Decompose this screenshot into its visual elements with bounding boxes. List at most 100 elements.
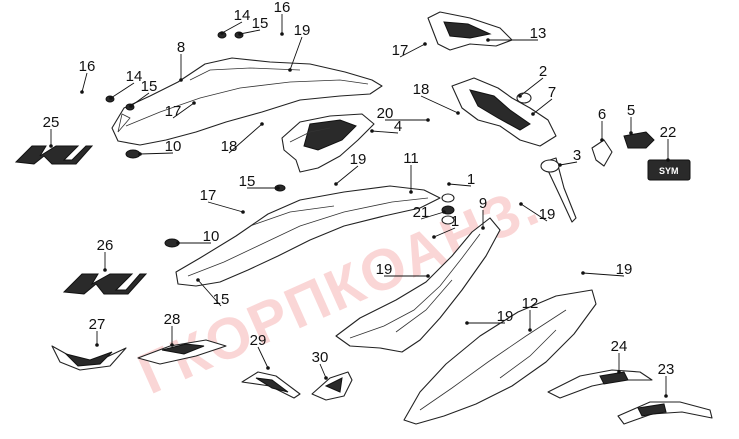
callout-leader — [319, 363, 327, 379]
callout-number: 2 — [539, 63, 547, 80]
callout-number: 27 — [89, 316, 106, 333]
callout-dot — [465, 321, 469, 325]
callout-leader — [399, 43, 426, 58]
callout-leader — [420, 211, 445, 220]
callout-c-22: 22 — [660, 124, 677, 162]
part-25-logo-decal — [14, 145, 94, 165]
callout-dot — [196, 278, 200, 282]
callout-dot — [192, 101, 196, 105]
callout-number: 15 — [141, 78, 158, 95]
part-2-tail-holder — [451, 77, 557, 147]
callout-c-17c: 17 — [200, 187, 245, 214]
callout-c-10b: 10 — [176, 228, 219, 245]
callout-c-21: 21 — [413, 204, 446, 221]
callout-leader — [519, 77, 544, 97]
callout-dot — [129, 104, 133, 108]
callout-dot — [138, 152, 142, 156]
part-27-graphic-decal — [51, 345, 127, 371]
callout-number: 28 — [164, 311, 181, 328]
callout-number: 17 — [165, 103, 182, 120]
callout-c-16b: 16 — [79, 58, 95, 94]
callout-leader — [130, 92, 150, 107]
callout-dot — [486, 38, 490, 42]
callout-dot — [409, 190, 413, 194]
callout-dot — [80, 90, 84, 94]
callout-number: 10 — [165, 138, 182, 155]
callout-dot — [260, 122, 264, 126]
callout-dot — [481, 226, 485, 230]
part-29-graphic-decal — [241, 371, 301, 399]
callout-dot — [528, 328, 532, 332]
callout-c-18a: 18 — [413, 81, 460, 115]
callout-dot — [334, 182, 338, 186]
callout-c-1a: 1 — [447, 171, 475, 188]
callout-leader — [221, 21, 243, 34]
part-6-small-bracket — [591, 139, 613, 167]
callout-c-19e: 19 — [581, 261, 632, 278]
part-3-latch-rod — [540, 157, 577, 223]
callout-c-19c: 19 — [519, 202, 555, 223]
part-24-rail-decal — [547, 369, 653, 399]
callout-number: 15 — [252, 15, 269, 32]
callout-number: 19 — [294, 22, 311, 39]
callout-number: 30 — [312, 349, 329, 366]
callout-dot — [456, 111, 460, 115]
callout-number: 6 — [598, 106, 606, 123]
callout-number: 1 — [451, 213, 459, 230]
callout-c-20: 20 — [377, 105, 430, 122]
callout-leader — [420, 95, 459, 114]
callout-c-23: 23 — [658, 361, 675, 398]
callout-number: 24 — [611, 338, 628, 355]
callout-number: 8 — [177, 39, 185, 56]
badge-label: SYM — [659, 166, 679, 176]
callout-c-19b: 19 — [334, 151, 366, 186]
callout-c-1b: 1 — [432, 213, 459, 239]
callout-c-17b: 17 — [165, 101, 196, 120]
callout-c-10a: 10 — [138, 138, 181, 156]
callout-dot — [531, 112, 535, 116]
callout-c-15b: 15 — [129, 78, 157, 108]
callout-dot — [103, 268, 107, 272]
callout-dot — [558, 163, 562, 167]
callout-number: 11 — [403, 150, 419, 167]
callout-dot — [370, 129, 374, 133]
callout-number: 16 — [274, 0, 291, 16]
callout-dot — [266, 366, 270, 370]
callout-leader — [197, 279, 222, 307]
callout-dot — [170, 343, 174, 347]
callout-leader — [520, 203, 548, 222]
callout-leader — [172, 102, 195, 119]
part-11-lower-cover — [175, 185, 441, 287]
callout-number: 4 — [394, 118, 402, 135]
callout-dot — [238, 32, 242, 36]
callout-number: 9 — [479, 195, 487, 212]
callout-number: 23 — [658, 361, 675, 378]
callout-leader — [239, 29, 261, 35]
callout-dot — [179, 78, 183, 82]
callout-c-15d: 15 — [196, 278, 229, 308]
callout-dot — [617, 370, 621, 374]
callout-number: 21 — [413, 204, 430, 221]
part-9-frame-rail — [335, 217, 501, 353]
callout-c-7: 7 — [531, 84, 556, 116]
callout-leader — [289, 36, 303, 71]
callout-leader — [207, 201, 244, 213]
part-30-graphic-decal — [311, 371, 353, 401]
callout-layer: 1123456789101011121314141515151516161717… — [43, 0, 677, 398]
callout-leader — [139, 152, 174, 155]
callout-c-14b: 14 — [109, 68, 142, 100]
callout-dot — [629, 131, 633, 135]
callout-c-25: 25 — [43, 114, 59, 148]
callout-c-6: 6 — [598, 106, 606, 142]
callout-c-4: 4 — [370, 118, 402, 135]
callout-number: 19 — [539, 206, 556, 223]
callout-c-8: 8 — [177, 39, 185, 82]
callout-c-30: 30 — [312, 349, 329, 380]
callout-number: 22 — [660, 124, 677, 141]
callout-number: 3 — [573, 147, 581, 164]
callout-dot — [518, 94, 522, 98]
callout-c-28: 28 — [164, 311, 181, 347]
callout-dot — [426, 118, 430, 122]
callout-number: 29 — [250, 332, 267, 349]
